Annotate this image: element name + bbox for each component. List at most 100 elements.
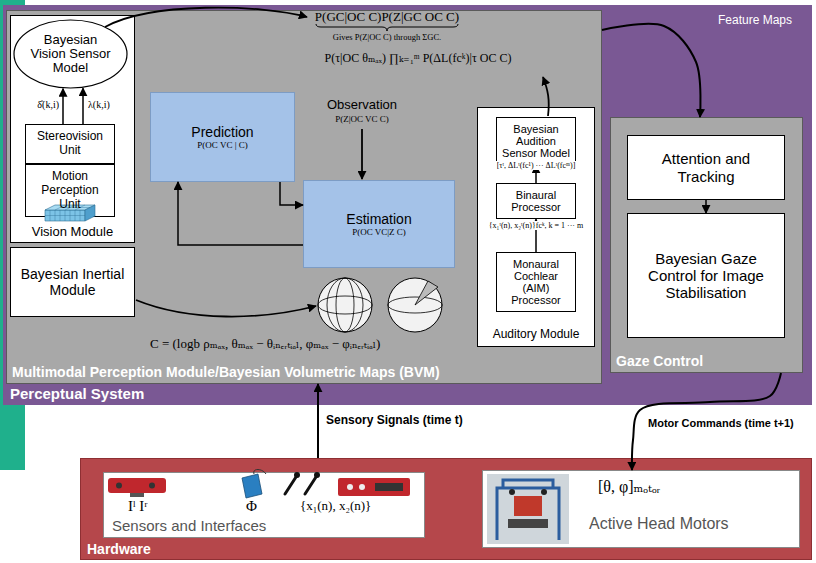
label-holder: [θ, φ]ₘₒₜₒᵣ [598,478,660,496]
label-holder: C = (logb ρₘₐₓ, θₘₐₓ − θᵢₙₑᵣₜᵢₐₗ, φₘₐₓ −… [150,337,380,352]
node-label: Monaural Cochlear (AIM) Processor [500,258,572,306]
formula-label: Gives P(Z|OC C) through ΣGC. [333,33,441,43]
module-box: Vision Module Bayesian Vision Sensor Mode… [10,15,135,243]
connector-arrow [82,88,84,124]
node-label: Sensors and Interfaces [112,517,266,534]
node-label: Binaural Processor [500,189,572,213]
edge-label: Feature Maps [716,14,794,28]
connector-arrow [317,384,319,458]
sphere-figure [318,296,372,314]
module-box: Bayesian Inertial Module [10,247,135,317]
flow-arrow [105,8,307,27]
processor-box: Binaural Processor [496,183,576,219]
audio-interface-icon [375,483,403,491]
formula-label: Iˡ Iʳ [128,498,148,515]
node-label: Prediction [191,124,253,140]
node-label: Bayesian Audition Sensor Model [500,123,572,159]
formula-label: {x₁(n), x₂(n)} [300,499,371,514]
node-label: P(OC VC | C) [197,140,247,150]
node-label: Stereovision Unit [29,130,111,158]
node-label: Multimodal Perception Module/Bayesian Vo… [12,364,440,380]
audio-interface-icon [347,484,353,490]
label-holder: P(GC|OC C)P(Z|GC OC C) [315,10,459,25]
hardware-band: Hardware Sensors and Interfaces Active Hea… [80,458,812,560]
volume-grid [45,205,90,221]
head-photo [514,496,542,516]
camera-icon [108,478,166,493]
label-holder: P(τ|OC θₘₐₓ) ∏ₖ₌₁ᵐ P(ΔL(fcᵏ)|τ OC C) [325,52,512,66]
microphone-icon [285,477,316,494]
label-holder: Gives P(Z|OC C) through ΣGC. [333,33,441,43]
edge-label-holder: λ(k,i) [88,99,110,111]
label-holder: {x₁(n), x₂(n)} [300,499,371,514]
node-label: Estimation [346,211,411,227]
edge-label-holder: [τᵗ, ΔLᵗ(fc¹) ··· ΔLᵗ(fcᵐ)] [495,161,578,170]
process-box: Bayesian Gaze Control for Image Stabilis… [627,213,785,338]
node-label: Bayesian Gaze Control for Image Stabilis… [636,250,776,302]
camera-icon [130,493,144,497]
processor-box: Bayesian Audition Sensor Model [496,117,576,165]
formula-label: C = (logb ρₘₐₓ, θₘₐₓ − θᵢₙₑᵣₜᵢₐₗ, φₘₐₓ −… [150,337,380,352]
sphere-figure [415,281,438,305]
edge-label: Motor Commands (time t+1) [648,417,794,430]
label-holder: P(Z|OC VC C) [335,114,389,124]
connector-arrow [280,182,303,205]
formula-label: Observation [327,98,397,113]
flow-arrow [543,77,549,116]
formula-label: [θ, φ]ₘₒₜₒᵣ [598,478,660,496]
head-photo [541,489,547,495]
process-box: Attention and Tracking [627,135,785,200]
head-photo [508,519,548,528]
formula-label: P(GC|OC C)P(Z|GC OC C) [315,10,459,25]
connector-arrow [602,24,700,117]
flow-arrow [136,300,316,317]
node-label: Active Head Motors [589,515,729,533]
sphere-figure [327,278,363,332]
connector-arrow [178,182,303,245]
head-photo [509,489,515,495]
edge-label-holder: Sensory Signals (time t) [326,414,463,428]
camera-icon [116,483,122,489]
node-label: Motion Perception Unit [29,170,111,211]
microphone-icon [314,472,320,478]
node-label: Perceptual System [10,385,144,402]
unit-box: Motion Perception Unit [25,164,115,217]
node-label: P(OC VC|Z C) [352,227,406,237]
sphere-figure [318,278,372,332]
ellipse-outline [14,20,127,88]
audio-interface-icon [359,484,365,490]
unit-box: Stereovision Unit [25,124,115,164]
edge-label: [τᵗ, ΔLᵗ(fc¹) ··· ΔLᵗ(fcᵐ)] [495,161,578,170]
edge-label: λ(k,i) [88,99,110,111]
formula-label: P(Z|OC VC C) [335,114,389,124]
inertial-sensor-icon [254,470,266,475]
microphone-icon [294,472,300,478]
inertial-sensor-icon [242,474,262,498]
node-label: Bayesian Vision Sensor Model [25,33,117,76]
head-photo [487,474,569,544]
edge-label-holder: Motor Commands (time t+1) [648,417,794,430]
underbrace [316,24,458,31]
model-ellipse: Bayesian Vision Sensor Model [13,19,128,89]
edge-label-holder: δ̂(k,i) [37,99,59,111]
node-label: Auditory Module [493,328,580,342]
process-box: EstimationP(OC VC|Z C) [303,180,455,268]
formula-label: P(τ|OC θₘₐₓ) ∏ₖ₌₁ᵐ P(ΔL(fcᵏ)|τ OC C) [325,52,512,66]
head-photo [497,480,559,540]
connector-arrow [705,200,707,213]
connector-arrow [62,89,64,124]
edge-label-holder: Feature Maps [716,14,794,28]
label-holder: Iˡ Iʳ [128,498,148,515]
audio-interface-icon [338,478,410,496]
node-label: Vision Module [32,225,113,240]
process-box: PredictionP(OC VC | C) [150,92,295,182]
sphere-figure [336,278,354,332]
edge-label-holder: {x₁ᵗ(n), x₂ᵗ(n)}fcᵏ, k = 1 ··· m [487,221,585,230]
processor-box: Monaural Cochlear (AIM) Processor [496,252,576,312]
edge-label: {x₁ᵗ(n), x₂ᵗ(n)}fcᵏ, k = 1 ··· m [487,221,585,230]
node-label: Bayesian Inertial Module [17,266,128,298]
label-holder: Φ [246,498,257,515]
node-label: Gaze Control [616,353,703,369]
module-panel: Multimodal Perception Module/Bayesian Vo… [6,10,602,384]
node-label: Hardware [87,541,151,557]
